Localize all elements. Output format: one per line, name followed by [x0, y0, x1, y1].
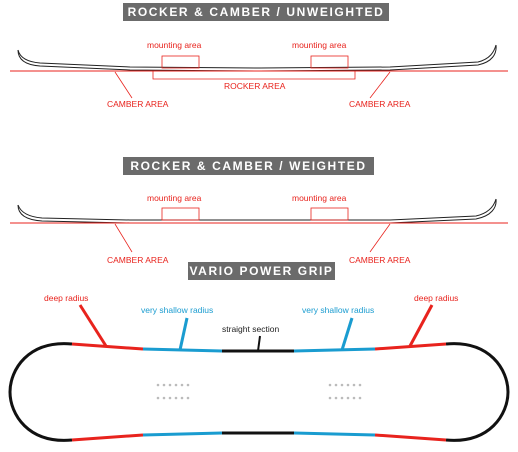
shallow-radius-right-pointer [340, 317, 354, 351]
unweighted-camber-left-label: CAMBER AREA [107, 99, 169, 109]
unweighted-camber-right-label: CAMBER AREA [349, 99, 411, 109]
weighted-mount-left-label: mounting area [147, 193, 202, 203]
rocker-area-bracket [152, 71, 356, 80]
top-edge-deep-right [374, 342, 447, 351]
deep-radius-left-pointer [78, 304, 108, 347]
weighted-mount-left-box [161, 207, 200, 221]
weighted-mount-right-box [310, 207, 349, 221]
top-edge-shallow-right [293, 347, 376, 353]
banner-unweighted: ROCKER & CAMBER / UNWEIGHTED [123, 3, 389, 21]
unweighted-diagram: mounting area mounting area ROCKER AREA … [10, 40, 508, 109]
weighted-board-top [17, 198, 497, 221]
weighted-camber-left-label: CAMBER AREA [107, 255, 169, 265]
bottom-edge-shallow-left [142, 431, 223, 437]
deep-radius-left-label: deep radius [44, 293, 88, 303]
board-nose-outline [445, 342, 510, 442]
bottom-edge-deep-left [71, 433, 144, 442]
straight-section-label: straight section [222, 324, 279, 334]
shallow-radius-left-pointer [178, 317, 189, 351]
top-edge-shallow-left [142, 347, 223, 353]
board-tail-outline [8, 342, 73, 442]
weighted-camber-right-pointer [369, 223, 391, 253]
unweighted-mount-left-box [161, 55, 200, 69]
unweighted-camber-right-pointer [369, 71, 391, 99]
weighted-diagram: mounting area mounting area CAMBER AREA … [10, 193, 508, 265]
rocker-area-label: ROCKER AREA [224, 81, 286, 91]
unweighted-mount-right-label: mounting area [292, 40, 347, 50]
bottom-edge-deep-right [374, 433, 447, 442]
weighted-camber-left-pointer [114, 223, 133, 253]
deep-radius-right-pointer [408, 304, 434, 347]
insert-holes-left [156, 383, 190, 400]
bottom-edge-shallow-right [293, 431, 376, 437]
vario-diagram: deep radius very shallow radius straight… [8, 293, 510, 442]
weighted-camber-right-label: CAMBER AREA [349, 255, 411, 265]
shallow-radius-right-label: very shallow radius [302, 305, 374, 315]
deep-radius-right-label: deep radius [414, 293, 458, 303]
top-edge-deep-left [71, 342, 144, 351]
unweighted-mount-right-box [310, 55, 349, 69]
banner-weighted: ROCKER & CAMBER / WEIGHTED [123, 157, 374, 175]
unweighted-mount-left-label: mounting area [147, 40, 202, 50]
unweighted-board-bottom [17, 44, 497, 72]
unweighted-camber-left-pointer [114, 71, 133, 99]
banner-vario-power-grip: VARIO POWER GRIP [188, 262, 335, 280]
straight-section-pointer [257, 335, 261, 352]
weighted-mount-right-label: mounting area [292, 193, 347, 203]
unweighted-board-top [17, 44, 497, 69]
insert-holes-right [328, 383, 362, 400]
shallow-radius-left-label: very shallow radius [141, 305, 213, 315]
